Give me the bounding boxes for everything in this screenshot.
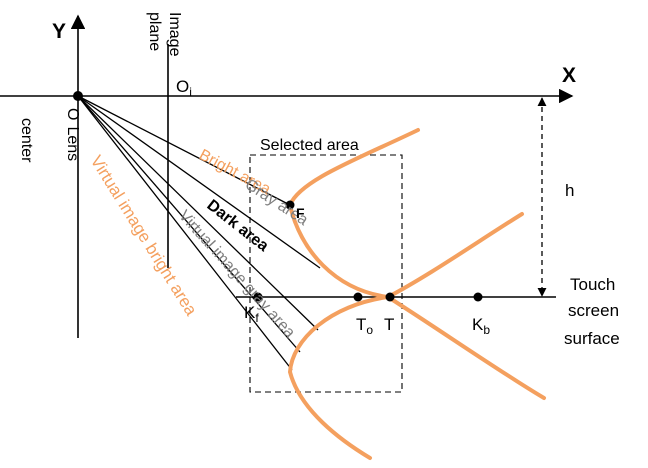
- oi-label: Oi: [176, 77, 192, 99]
- touch-label-line3: surface: [564, 329, 620, 348]
- rays: [77, 95, 321, 371]
- ray-virtual-bright: [77, 95, 319, 331]
- image-plane-label-line1: Image: [166, 12, 183, 57]
- boundary-curves: [287, 128, 546, 460]
- lens-o-label: OLens: [64, 108, 81, 161]
- point-t-dot: [385, 292, 395, 302]
- ray-virtual-edge: [77, 95, 293, 371]
- point-kf-label: Kf: [244, 303, 259, 325]
- lens-center-point: [73, 91, 83, 101]
- upper-right-curve: [386, 212, 524, 299]
- point-f-label: F: [296, 205, 305, 221]
- point-t-label: T: [384, 315, 394, 334]
- gray-area-label: Gray area: [242, 176, 311, 229]
- point-to-label: To: [356, 315, 373, 337]
- virtual-bright-area-label: Virtual image bright area: [87, 152, 201, 319]
- y-axis-label: Y: [52, 20, 66, 43]
- touch-label-line1: Touch: [570, 275, 615, 294]
- ray-bright-bottom: [77, 95, 321, 269]
- ray-bright-top: [77, 95, 291, 206]
- lower-right-curve: [386, 295, 546, 400]
- image-plane-label-line2: plane: [146, 12, 163, 51]
- touch-label-line2: screen: [568, 301, 619, 320]
- lower-left-curve: [287, 295, 390, 460]
- point-kb-dot: [473, 292, 483, 302]
- ray-gray-bottom: [77, 95, 301, 353]
- x-axis-label: X: [562, 64, 576, 87]
- point-f-dot: [285, 200, 295, 210]
- h-label: h: [565, 181, 574, 200]
- point-kb-label: Kb: [472, 315, 490, 337]
- point-kf-dot: [253, 292, 263, 302]
- lens-center-label: center: [18, 118, 35, 163]
- point-to-dot: [353, 292, 363, 302]
- selected-area-box: [249, 154, 403, 393]
- selected-area-label: Selected area: [260, 137, 359, 154]
